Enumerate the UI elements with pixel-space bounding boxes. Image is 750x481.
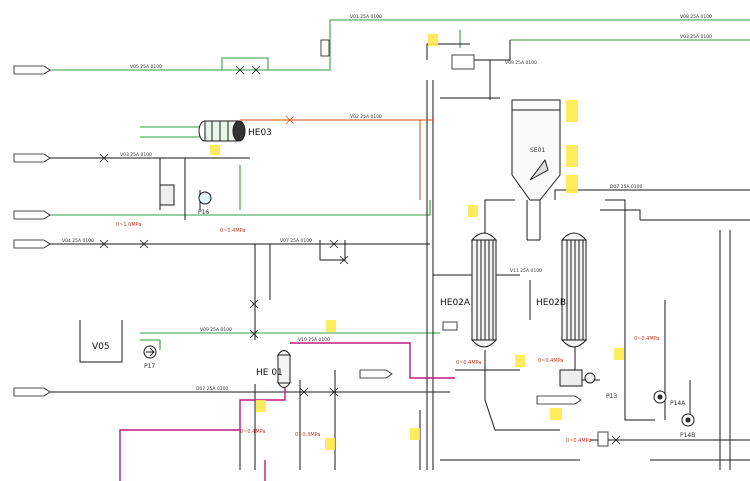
p16-pump <box>159 184 212 206</box>
off-page-connectors <box>13 65 582 405</box>
he01-exchanger <box>277 350 291 388</box>
connector-mid-2 <box>536 395 582 405</box>
line-tag-7: V04 25A 0100 <box>62 238 94 244</box>
line-tag-14: V10 25A 0100 <box>298 337 330 343</box>
line-tag-12: V11 25A 0100 <box>510 268 542 274</box>
he02a-exchanger <box>470 232 498 348</box>
se01-vessel <box>511 99 561 241</box>
p13-pump <box>559 369 596 387</box>
p14a-label: P14A <box>670 400 686 407</box>
connector-left-2 <box>13 153 51 163</box>
line-tag-8: V07 25A 0100 <box>280 238 312 244</box>
pressure-label-3: 0~0.4MPa <box>240 429 266 435</box>
line-tag-1: V01 25A 0100 <box>350 14 382 20</box>
v05-tank <box>79 320 123 363</box>
p16-label: P16 <box>198 209 209 216</box>
p17-label: P17 <box>144 363 155 370</box>
line-tag-5: V08 25A 0100 <box>680 14 712 20</box>
line-tag-6: V03 25A 0100 <box>680 34 712 40</box>
line-tag-2: V05 25A 0100 <box>130 64 162 70</box>
magenta-lines <box>119 342 455 481</box>
connector-left-5 <box>13 387 51 397</box>
he02b-label: HE02B <box>536 298 566 308</box>
he01-label: HE 01 <box>256 368 283 378</box>
connector-left-4 <box>13 239 51 249</box>
green-lines <box>50 19 750 350</box>
black-lines <box>50 40 750 470</box>
line-tag-4: V03 25A 0100 <box>120 152 152 158</box>
pressure-label-2: 0~0.4MPa <box>220 228 246 234</box>
line-tag-13: D07 25A 0100 <box>610 184 642 190</box>
se01-label: SE01 <box>530 147 545 154</box>
pressure-label-6: 0~0.4MPa <box>634 336 660 342</box>
pressure-label-1: 0~1.0MPa <box>116 222 142 228</box>
he03-exchanger <box>198 120 246 142</box>
connector-left-3 <box>13 210 51 220</box>
he02b-exchanger <box>560 232 588 348</box>
connector-mid-1 <box>359 369 393 379</box>
pressure-label-8: 0~0.4MPa <box>456 360 482 366</box>
line-tag-3: V02 25A 0100 <box>350 114 382 120</box>
connector-left-1 <box>13 65 51 75</box>
yellow-tags <box>210 34 624 450</box>
pressure-label-7: 0~0.4MPa <box>566 438 592 444</box>
line-tag-11: V09 25A 0100 <box>505 60 537 66</box>
p14b-pump <box>681 413 695 427</box>
p13-label: P13 <box>606 393 617 400</box>
he02a-label: HE02A <box>440 298 471 308</box>
line-tag-9: V09 25A 0100 <box>200 327 232 333</box>
p14a-pump <box>653 390 667 404</box>
p17-pump <box>143 345 157 359</box>
line-tag-10: D07 25A 0100 <box>196 386 228 392</box>
pressure-label-5: 0~0.4MPa <box>538 358 564 364</box>
p14b-label: P14B <box>680 432 695 439</box>
red-lines <box>240 119 433 200</box>
v05-label: V05 <box>92 342 110 352</box>
he03-label: HE03 <box>248 128 272 138</box>
pressure-label-4: 0~0.3MPa <box>295 432 321 438</box>
valves <box>99 39 621 447</box>
